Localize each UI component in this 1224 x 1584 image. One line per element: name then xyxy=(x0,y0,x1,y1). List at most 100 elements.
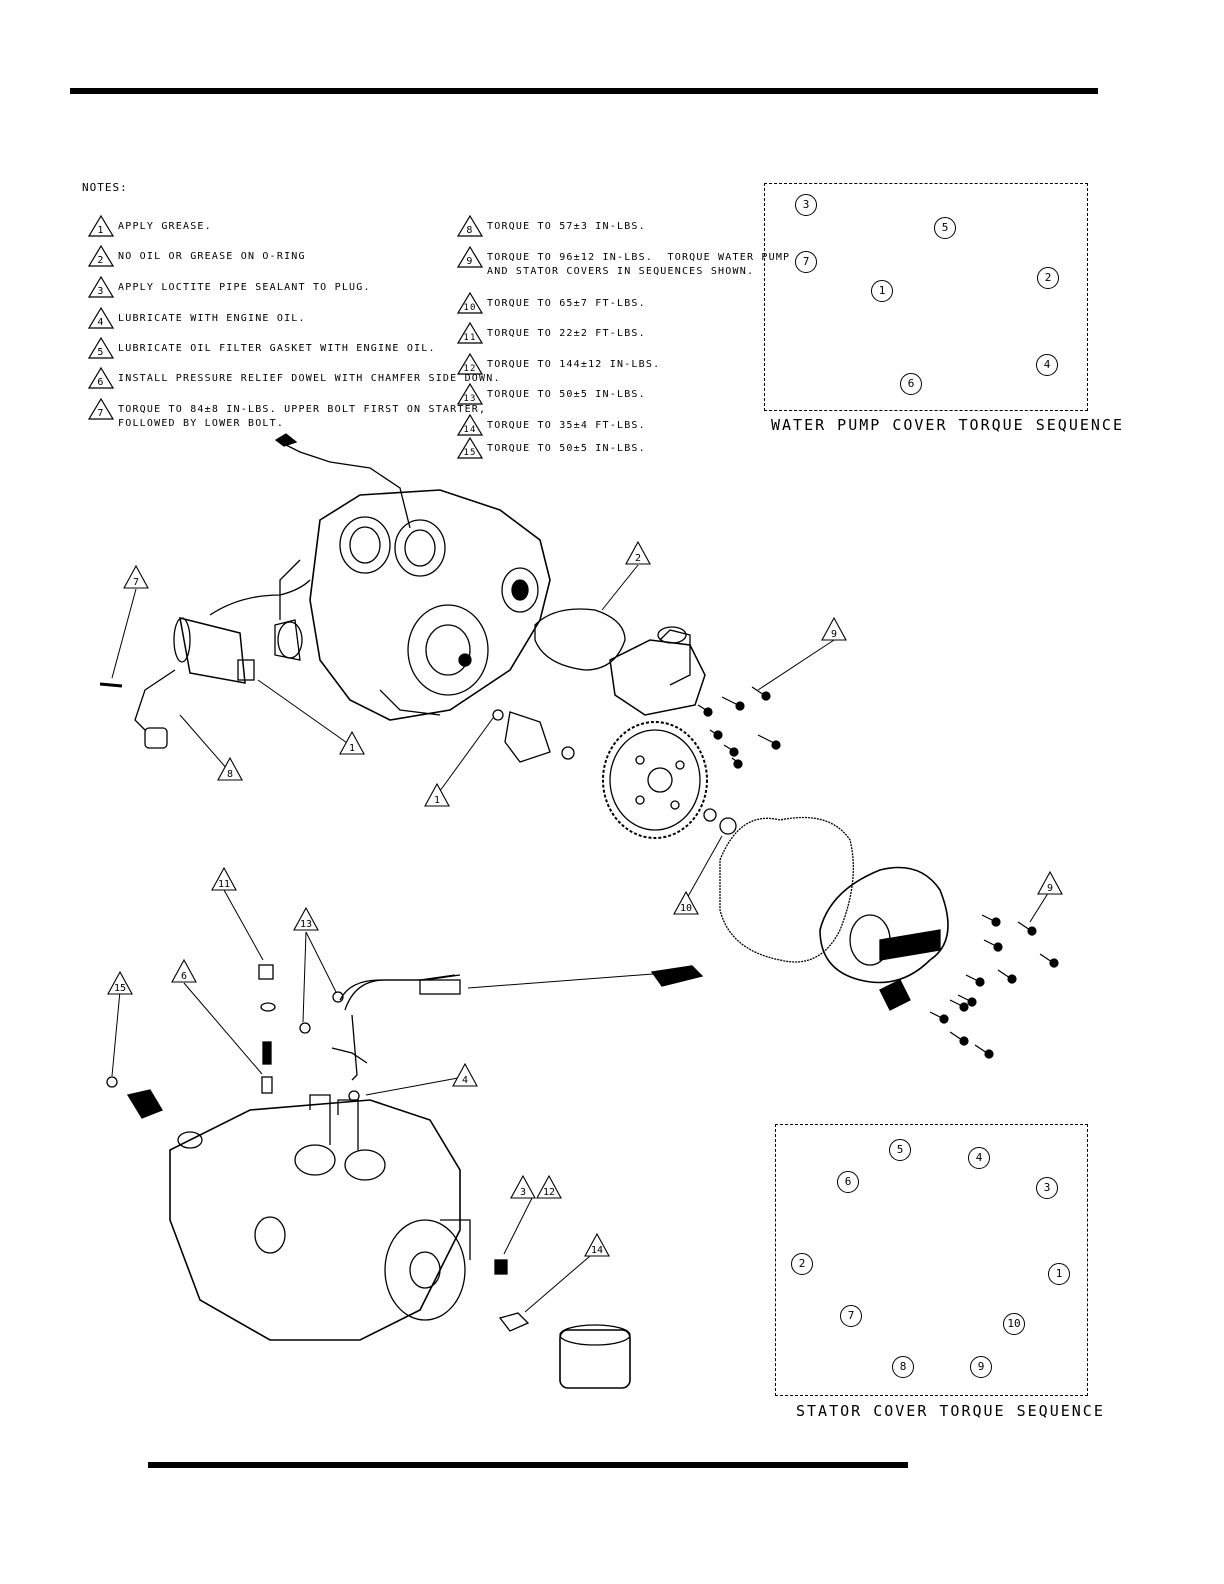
water-pump-seq-2: 2 xyxy=(1037,267,1059,289)
stator-sequence-box xyxy=(775,1124,1088,1396)
note-text: LUBRICATE OIL FILTER GASKET WITH ENGINE … xyxy=(118,343,436,354)
callout-label: 6 xyxy=(181,971,187,982)
stator-seq-1: 1 xyxy=(1048,1263,1070,1285)
warning-triangle-icon: 12 xyxy=(457,353,483,375)
water-pump-seq-6: 6 xyxy=(900,373,922,395)
stator-seq-9: 9 xyxy=(970,1356,992,1378)
note-num: 6 xyxy=(97,377,104,388)
callout-label: 2 xyxy=(635,553,641,564)
bottom-rule xyxy=(148,1462,908,1468)
callout-label: 11 xyxy=(218,879,230,890)
note-num: 14 xyxy=(463,425,476,435)
warning-triangle-icon: 4 xyxy=(88,307,114,329)
note-num: 1 xyxy=(97,225,104,236)
note-text: TORQUE TO 144±12 IN-LBS. xyxy=(487,359,661,370)
note-text: LUBRICATE WITH ENGINE OIL. xyxy=(118,313,306,324)
note-num: 3 xyxy=(97,286,104,297)
water-pump-sequence-box xyxy=(764,183,1088,411)
callout-label: 15 xyxy=(114,983,126,994)
note-num: 13 xyxy=(463,394,476,404)
warning-triangle-icon: 9 xyxy=(457,246,483,268)
note-text: INSTALL PRESSURE RELIEF DOWEL WITH CHAMF… xyxy=(118,373,501,384)
callout-triangle-icon xyxy=(293,906,319,931)
warning-triangle-icon: 14 xyxy=(457,414,483,436)
water-pump-seq-5: 5 xyxy=(934,217,956,239)
water-pump-seq-1: 1 xyxy=(871,280,893,302)
starter-motor-illustration xyxy=(99,579,311,749)
callout-label: 12 xyxy=(543,1187,555,1198)
stator-cover-illustration xyxy=(719,816,949,1011)
oil-filter-illustration xyxy=(494,1259,631,1389)
warning-triangle-icon: 8 xyxy=(457,215,483,237)
callout-label: 1 xyxy=(349,743,355,754)
note-num: 2 xyxy=(97,255,104,266)
warning-triangle-icon: 5 xyxy=(88,337,114,359)
oil-seal-illustration xyxy=(492,709,575,763)
note-num: 4 xyxy=(97,317,104,328)
note-num: 15 xyxy=(463,448,476,458)
water-pump-sequence-title: WATER PUMP COVER TORQUE SEQUENCE xyxy=(771,416,1124,434)
note-num: 10 xyxy=(463,303,476,313)
callout-triangle-icon xyxy=(107,970,133,995)
note-num: 11 xyxy=(463,333,476,343)
stator-sequence-title: STATOR COVER TORQUE SEQUENCE xyxy=(796,1402,1105,1420)
note-text: TORQUE TO 96±12 IN-LBS. TORQUE WATER PUM… xyxy=(487,252,791,277)
callout-label: 9 xyxy=(831,629,837,640)
callout-label: 7 xyxy=(133,577,139,588)
callout-label: 14 xyxy=(591,1245,603,1256)
stator-seq-2: 2 xyxy=(791,1253,813,1275)
callout-label: 4 xyxy=(462,1075,468,1086)
note-num: 5 xyxy=(97,347,104,358)
note-text: TORQUE TO 57±3 IN-LBS. xyxy=(487,221,646,232)
callout-triangle-icon xyxy=(452,1062,478,1087)
top-rule xyxy=(70,88,1098,94)
warning-triangle-icon: 1 xyxy=(88,215,114,237)
warning-triangle-icon: 2 xyxy=(88,245,114,267)
note-text: NO OIL OR GREASE ON O-RING xyxy=(118,251,306,262)
stator-seq-10: 10 xyxy=(1003,1313,1025,1335)
callout-triangle-icon xyxy=(536,1174,562,1199)
stator-seq-5: 5 xyxy=(889,1139,911,1161)
note-num: 9 xyxy=(466,256,473,267)
water-pump-seq-7: 7 xyxy=(795,251,817,273)
warning-triangle-icon: 7 xyxy=(88,398,114,420)
notes-title: NOTES: xyxy=(82,181,128,194)
warning-triangle-icon: 10 xyxy=(457,292,483,314)
warning-triangle-icon: 6 xyxy=(88,367,114,389)
note-num: 7 xyxy=(97,408,104,419)
callout-label: 1 xyxy=(434,795,440,806)
note-text: APPLY GREASE. xyxy=(118,221,212,232)
note-text: TORQUE TO 22±2 FT-LBS. xyxy=(487,328,646,339)
stator-seq-8: 8 xyxy=(892,1356,914,1378)
callout-triangle-icon xyxy=(123,564,149,589)
callout-leaders xyxy=(111,564,1051,1313)
warning-triangle-icon: 3 xyxy=(88,276,114,298)
callout-triangle-icon xyxy=(821,616,847,641)
callout-triangle-icon xyxy=(584,1232,610,1257)
water-pump-illustration xyxy=(534,608,706,716)
water-pump-seq-3: 3 xyxy=(795,194,817,216)
warning-triangle-icon: 15 xyxy=(457,437,483,459)
stator-seq-3: 3 xyxy=(1036,1177,1058,1199)
note-text: TORQUE TO 84±8 IN-LBS. UPPER BOLT FIRST … xyxy=(118,404,487,429)
callout-triangle-icon xyxy=(1037,870,1063,895)
note-text: TORQUE TO 35±4 FT-LBS. xyxy=(487,420,646,431)
callout-triangle-icon xyxy=(339,730,365,755)
note-num: 8 xyxy=(466,225,473,236)
callout-triangle-icon xyxy=(211,866,237,891)
callout-triangle-icon xyxy=(510,1174,536,1199)
stator-seq-7: 7 xyxy=(840,1305,862,1327)
callout-triangle-icon xyxy=(424,782,450,807)
stator-bolts-illustration xyxy=(929,914,1059,1059)
callout-triangle-icon xyxy=(217,756,243,781)
upper-crankcase-illustration xyxy=(274,433,551,721)
callout-label: 9 xyxy=(1047,883,1053,894)
small-parts-illustration xyxy=(106,964,360,1119)
callout-label: 3 xyxy=(520,1187,526,1198)
water-pump-bolts-illustration xyxy=(697,686,781,769)
callout-triangle-icon xyxy=(171,958,197,983)
callout-label: 10 xyxy=(680,903,692,914)
water-pump-seq-4: 4 xyxy=(1036,354,1058,376)
note-text: TORQUE TO 50±5 IN-LBS. xyxy=(487,389,646,400)
